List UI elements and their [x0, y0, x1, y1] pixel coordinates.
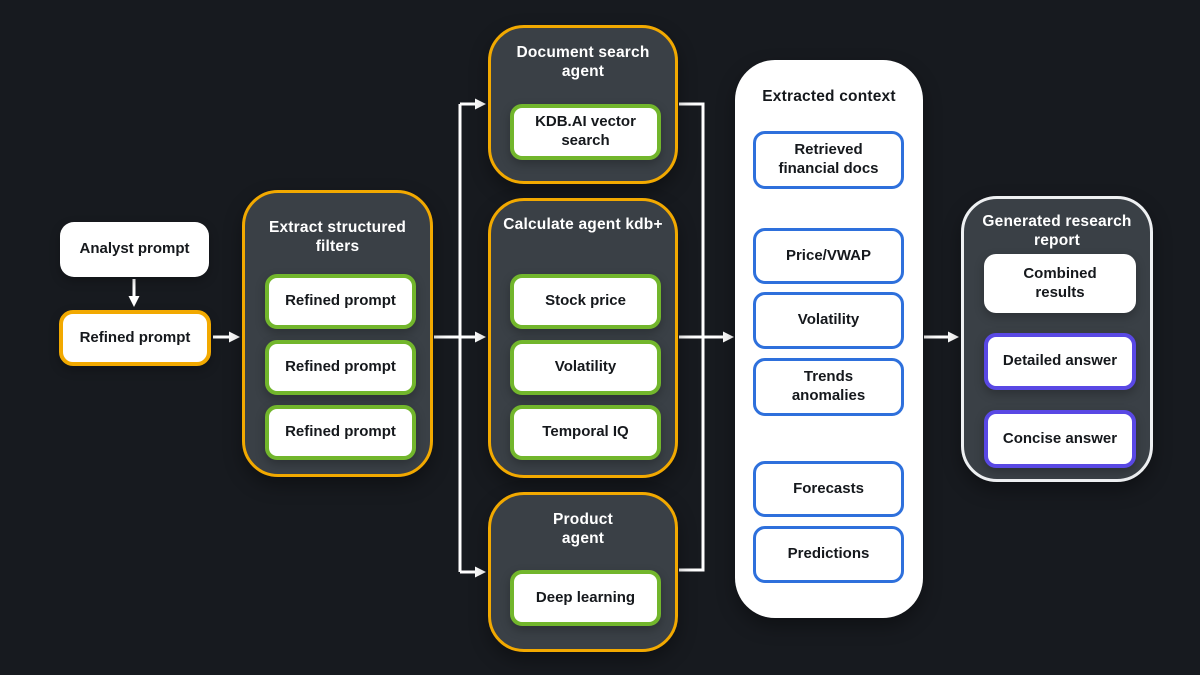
deep-learning-node: Deep learning [510, 570, 661, 626]
document-search-agent-title: Document search agent [516, 44, 650, 80]
refined-prompt-item: Refined prompt [265, 340, 416, 395]
refined-prompt-item: Refined prompt [265, 274, 416, 329]
concise-answer-node: Concise answer [984, 410, 1136, 468]
temporal-iq-node: Temporal IQ [510, 405, 661, 460]
extracted-context-title: Extracted context [762, 88, 896, 105]
stock-price-node: Stock price [510, 274, 661, 329]
extracted-context-panel: Extracted context Retrieved financial do… [735, 60, 923, 618]
refined-prompt-node: Refined prompt [59, 310, 211, 366]
trends-anomalies-node: Trends anomalies [753, 358, 904, 416]
generated-report-panel: Generated research report Combined resul… [961, 196, 1153, 482]
volatility-context-node: Volatility [753, 292, 904, 349]
extract-filters-title: Extract structured filters [268, 219, 407, 255]
analyst-prompt-node: Analyst prompt [60, 222, 209, 277]
calculate-agent-title: Calculate agent kdb+ [503, 216, 663, 233]
product-agent-title: Product agent [553, 511, 613, 547]
extract-filters-panel: Extract structured filters Refined promp… [242, 190, 433, 477]
product-agent-panel: Product agent Deep learning [488, 492, 678, 652]
forecasts-node: Forecasts [753, 461, 904, 517]
volatility-node: Volatility [510, 340, 661, 395]
calculate-agent-panel: Calculate agent kdb+ Stock price Volatil… [488, 198, 678, 478]
refined-prompt-item: Refined prompt [265, 405, 416, 460]
generated-report-title: Generated research report [982, 213, 1132, 249]
detailed-answer-node: Detailed answer [984, 333, 1136, 390]
retrieved-financial-docs-node: Retrieved financial docs [753, 131, 904, 189]
predictions-node: Predictions [753, 526, 904, 583]
combined-results-node: Combined results [984, 254, 1136, 313]
price-vwap-node: Price/VWAP [753, 228, 904, 284]
document-search-agent-panel: Document search agent KDB.AI vector sear… [488, 25, 678, 184]
kdbai-vector-search-node: KDB.AI vector search [510, 104, 661, 160]
